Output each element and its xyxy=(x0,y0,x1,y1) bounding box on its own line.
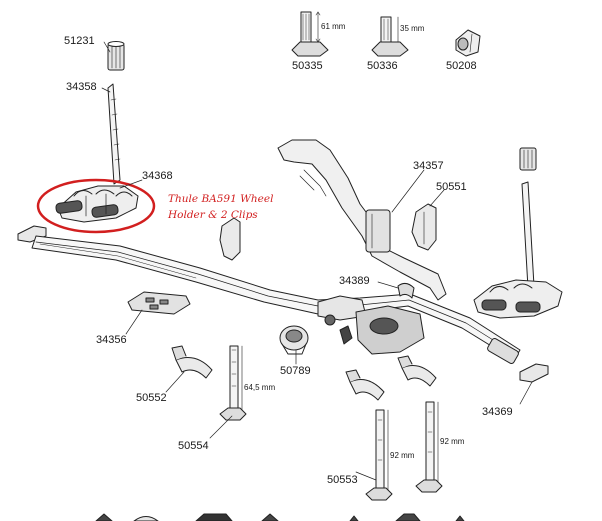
dimension-50336: 35 mm xyxy=(400,24,425,33)
leader-lines xyxy=(101,41,533,481)
nut-50208 xyxy=(455,29,481,57)
knob-50789 xyxy=(279,325,309,355)
clip-34389 xyxy=(397,282,415,299)
label-50554: 50554 xyxy=(178,440,209,452)
label-50335: 50335 xyxy=(292,60,323,72)
pad-50551 xyxy=(411,203,437,251)
label-34368: 34368 xyxy=(142,170,173,182)
label-34356: 34356 xyxy=(96,334,127,346)
strap-left-lower xyxy=(345,369,385,401)
bolt-50553-a xyxy=(365,409,393,501)
dimension-50335: 61 mm xyxy=(321,22,346,31)
bolt-50553-b xyxy=(415,401,443,493)
bolt-50554 xyxy=(219,345,247,421)
label-50789: 50789 xyxy=(280,365,311,377)
dimension-50554: 64,5 mm xyxy=(244,383,276,392)
wheel-holder-34368 xyxy=(55,185,139,223)
plate-34356 xyxy=(127,291,191,315)
label-50336: 50336 xyxy=(367,60,398,72)
end-cap-right xyxy=(519,363,549,383)
annotation-line-1: Thule BA591 Wheel xyxy=(168,193,274,205)
t-bolt-50336 xyxy=(371,16,409,57)
knob-51231 xyxy=(107,41,125,71)
wheel-channel-rail xyxy=(31,235,521,364)
label-34358: 34358 xyxy=(66,81,97,93)
bottom-cropped-parts xyxy=(95,513,465,521)
wheel-holder-right xyxy=(473,147,563,319)
annotation-line-2: Holder & 2 Clips xyxy=(168,209,258,221)
label-51231: 51231 xyxy=(64,35,95,47)
dimension-50553-b: 92 mm xyxy=(440,437,465,446)
label-50551: 50551 xyxy=(436,181,467,193)
t-bolt-50335 xyxy=(291,11,329,57)
strap-right-lower xyxy=(397,355,437,387)
label-50552: 50552 xyxy=(136,392,167,404)
small-bracket xyxy=(219,217,241,261)
threaded-rod-34358 xyxy=(107,83,121,185)
frame-holder-arm-34357 xyxy=(277,139,447,301)
label-34357: 34357 xyxy=(413,160,444,172)
dimension-50553-a: 92 mm xyxy=(390,451,415,460)
mount-body xyxy=(317,295,425,355)
strap-50552 xyxy=(171,345,213,379)
highlight-ellipse xyxy=(36,178,156,234)
label-50553: 50553 xyxy=(327,474,358,486)
label-34369: 34369 xyxy=(482,406,513,418)
label-50208: 50208 xyxy=(446,60,477,72)
label-34389: 34389 xyxy=(339,275,370,287)
